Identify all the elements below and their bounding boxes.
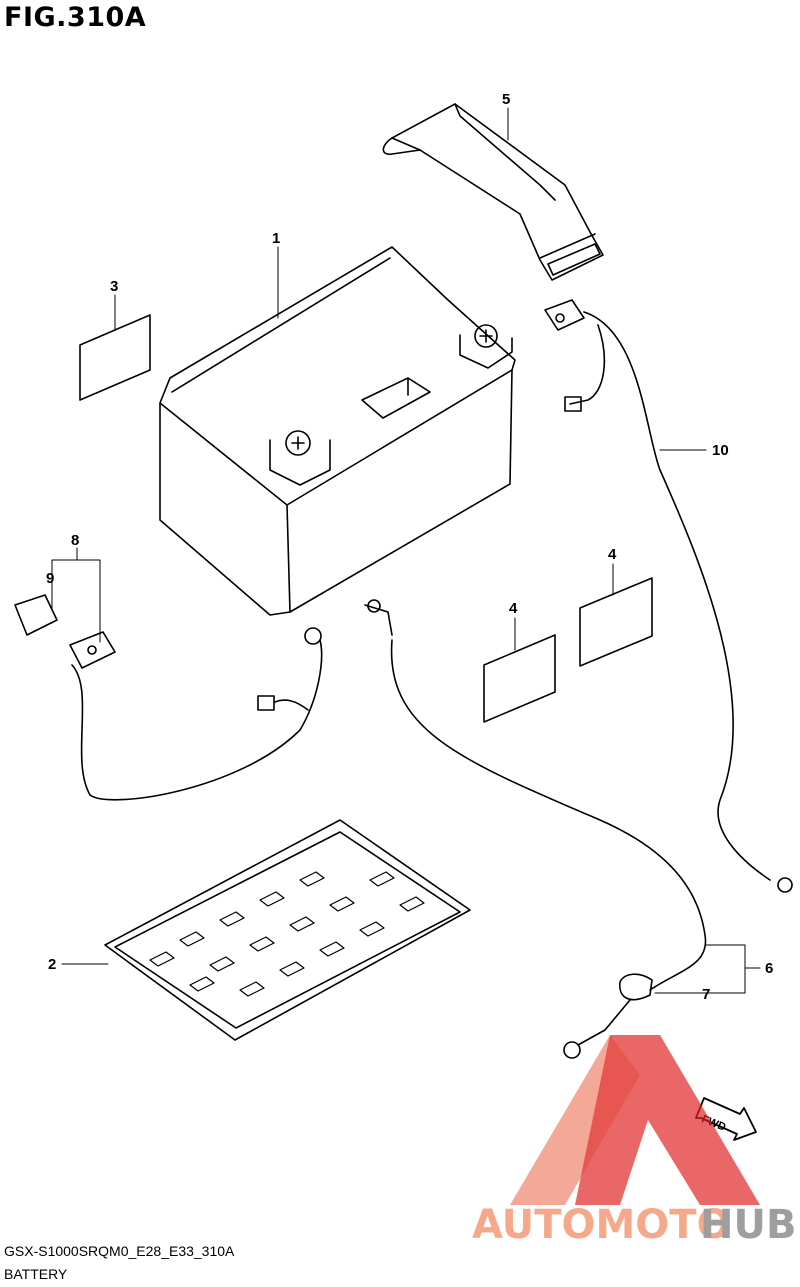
callout-6: 6	[765, 960, 773, 977]
cable-part-6	[364, 599, 707, 1059]
callout-7: 7	[702, 986, 710, 1003]
callout-2: 2	[48, 956, 56, 973]
watermark-text-b: HUB	[700, 1202, 796, 1248]
figure-name: BATTERY	[4, 1266, 68, 1282]
callout-4b: 4	[608, 546, 617, 563]
callout-3: 3	[110, 278, 118, 295]
figure-code: GSX-S1000SRQM0_E28_E33_310A	[4, 1243, 235, 1259]
label-part-4a	[483, 634, 556, 723]
fwd-arrow	[695, 1097, 757, 1141]
label-part-3	[79, 314, 151, 401]
battery-tray-part-2	[104, 819, 471, 1041]
battery-band-part-5	[382, 103, 604, 281]
watermark-text-a: AUTOMOTO	[472, 1202, 731, 1248]
callout-9: 9	[46, 570, 54, 587]
watermark-logo	[510, 1035, 760, 1205]
cable-part-8	[14, 594, 323, 801]
callout-5: 5	[502, 91, 510, 108]
callout-8: 8	[71, 532, 79, 549]
callout-10: 10	[712, 442, 729, 459]
battery-part-1	[159, 246, 516, 616]
leader-lines	[51, 107, 761, 994]
label-part-4b	[579, 577, 653, 667]
callout-1: 1	[272, 230, 280, 247]
cable-part-10	[544, 299, 793, 893]
figure-title: FIG.310A	[4, 2, 147, 33]
callout-4a: 4	[509, 600, 518, 617]
